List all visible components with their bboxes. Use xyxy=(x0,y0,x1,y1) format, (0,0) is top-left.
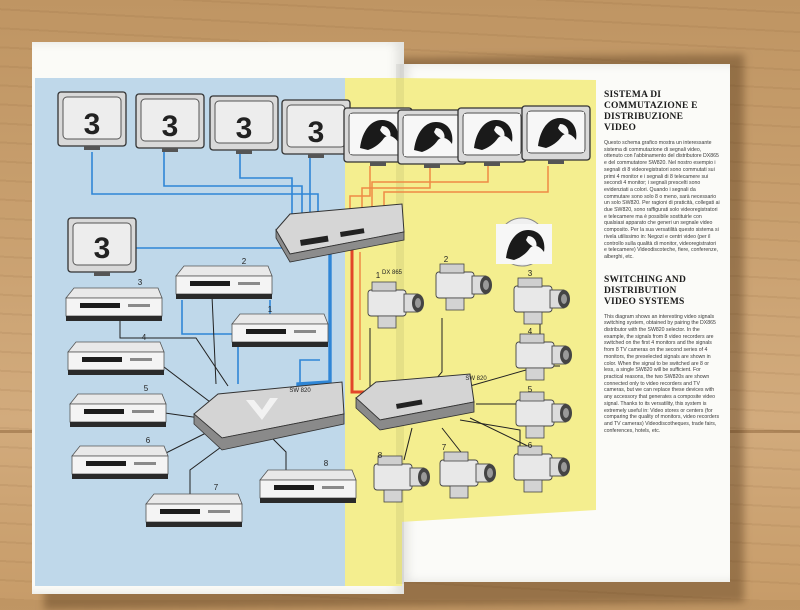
monitor-7 xyxy=(457,107,527,167)
english-body: This diagram shows an interesting video … xyxy=(604,313,720,434)
vcr-7: 7 xyxy=(145,483,243,528)
vcr-1: 1 xyxy=(231,305,329,348)
spine-fold xyxy=(396,64,404,584)
vcr-6: 6 xyxy=(71,436,169,480)
camera-3: 3 xyxy=(513,269,571,325)
monitor-1: 3 xyxy=(57,91,127,151)
brochure-text-column: SISTEMA DI COMMUTAZIONE E DISTRIBUZIONE … xyxy=(604,90,720,434)
camera-7-number: 7 xyxy=(442,443,447,452)
english-title: SWITCHING AND DISTRIBUTION VIDEO SYSTEMS xyxy=(604,274,687,307)
monitor-3-digit: 3 xyxy=(236,112,253,145)
vcr-8-number: 8 xyxy=(324,459,329,468)
vcr-3: 3 xyxy=(65,278,163,322)
vcr-2: 2 xyxy=(175,257,273,300)
camera-7: 7 xyxy=(439,443,497,499)
camera-1-number: 1 xyxy=(376,271,381,280)
camera-5-number: 5 xyxy=(528,385,533,394)
monitor-6 xyxy=(397,109,467,169)
sw820-left-switch: SW 820 xyxy=(193,381,345,451)
monitor-4-digit: 3 xyxy=(308,116,325,149)
monitor-small-digit: 3 xyxy=(94,232,111,265)
sw820-right-switch: SW 820 xyxy=(355,373,487,431)
camera-4: 4 xyxy=(515,327,573,381)
vcr-4-number: 4 xyxy=(142,333,147,342)
monitor-small: 3 xyxy=(67,217,137,277)
vcr-6-number: 6 xyxy=(146,436,151,445)
dx865-distributor: DX 865 xyxy=(275,203,405,276)
sw820-left-label: SW 820 xyxy=(289,388,311,394)
monitor-2: 3 xyxy=(135,93,205,153)
camera-5: 5 xyxy=(515,385,573,439)
camera-2-number: 2 xyxy=(444,255,449,264)
vcr-7-number: 7 xyxy=(214,483,219,492)
monitor-1-digit: 3 xyxy=(84,108,101,141)
vcr-4: 4 xyxy=(67,333,165,376)
vcr-1-number: 1 xyxy=(268,305,273,314)
monitor-3: 3 xyxy=(209,95,279,155)
blue-signal-wires xyxy=(91,152,320,384)
vcr-5: 5 xyxy=(69,384,167,428)
vcr-8: 8 xyxy=(259,459,357,504)
camera-4-number: 4 xyxy=(528,327,533,336)
camera-8: 8 xyxy=(373,451,431,503)
vcr-3-number: 3 xyxy=(138,278,143,287)
camera-8-number: 8 xyxy=(378,451,383,460)
vcr-5-number: 5 xyxy=(144,384,149,393)
italian-title: SISTEMA DI COMMUTAZIONE E DISTRIBUZIONE … xyxy=(604,90,698,133)
monitor-4: 3 xyxy=(281,99,351,159)
italian-body: Questo schema grafico mostra un interess… xyxy=(604,140,720,260)
face-badge xyxy=(496,217,552,267)
sw820-right-label: SW 820 xyxy=(465,376,487,382)
monitor-2-digit: 3 xyxy=(162,110,179,143)
camera-1: 1 xyxy=(367,271,425,329)
camera-6: 6 xyxy=(513,441,571,493)
camera-2: 2 xyxy=(435,255,493,311)
camera-6-number: 6 xyxy=(528,441,533,450)
dx865-label: DX 865 xyxy=(382,270,403,276)
vcr-2-number: 2 xyxy=(242,257,247,266)
camera-3-number: 3 xyxy=(528,269,533,278)
monitor-8 xyxy=(521,105,591,165)
